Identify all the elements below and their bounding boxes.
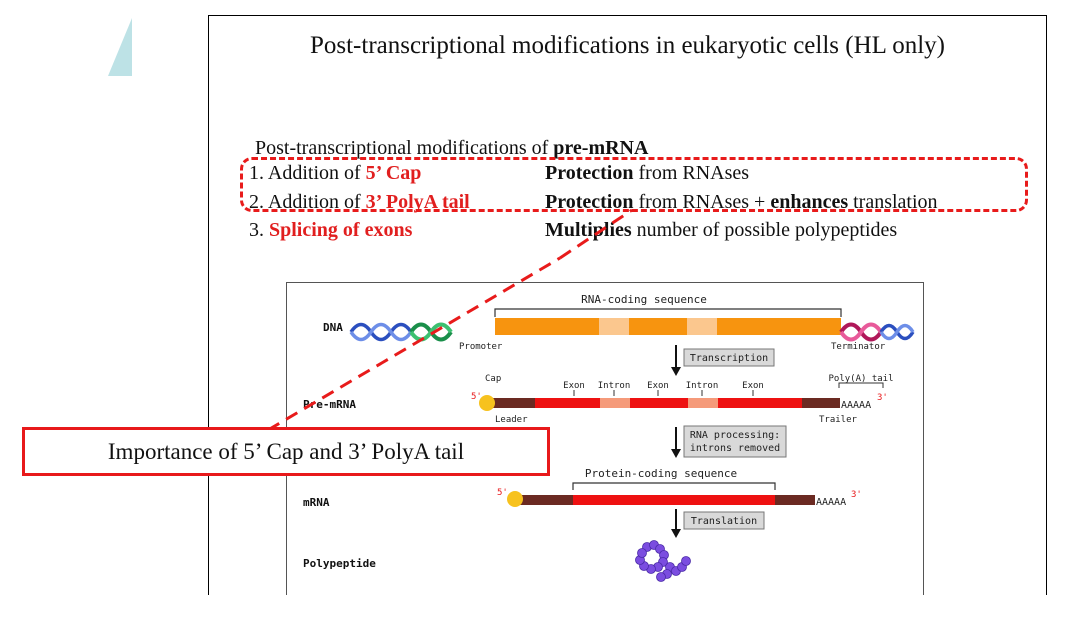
item-3-effect: Multiplies number of possible polypeptid… [545,219,897,242]
dna-helix-right [879,323,915,341]
slide-title: Post-transcriptional modifications in eu… [309,32,946,59]
dna-helix-left [349,322,413,342]
item-1-effect-bold: Protection [545,162,634,184]
rna-processing-line-2: introns removed [690,443,780,454]
terminator-helix [839,322,883,342]
polya-bracket [838,382,884,388]
mrna-polya: AAAAA [816,497,846,508]
transcription-box [683,348,775,367]
item-1-effect: Protection from RNAses [545,162,749,185]
protein-coding-bracket [572,482,776,490]
pre-mrna-trailer [802,398,840,408]
item-3-effect-bold: Multiplies [545,219,632,241]
exon-label-3: Exon [742,381,764,391]
item-2-effect: Protection from RNAses + enhances transl… [545,191,938,214]
item-2-left: 2. Addition of 3’ PolyA tail [249,191,470,214]
mrna-cap-icon [507,491,523,507]
item-2-effect-rest: from RNAses + [633,191,771,213]
promoter-helix [409,322,453,342]
promoter-label: Promoter [459,342,503,352]
polypeptide-label: Polypeptide [303,557,376,570]
item-3-prefix: 3. [249,219,269,241]
transcription-arrowhead [671,367,681,376]
protein-coding-sequence-label: Protein-coding sequence [585,467,737,480]
item-3-left: 3. Splicing of exons [249,219,412,242]
mrna-five-prime: 5' [497,488,508,498]
item-2-effect-tail: translation [848,191,938,213]
pre-mrna-exon-3 [718,398,802,408]
dna-intron-2 [687,318,717,335]
slide-panel: Post-transcriptional modifications in eu… [208,15,1047,595]
subtitle-bold: pre-mRNA [553,137,649,159]
translation-label: Translation [691,516,757,527]
subtitle-text: Post-transcriptional modifications of [255,137,554,159]
item-2-prefix: 2. Addition of [249,191,366,213]
rna-processing-line-1: RNA processing: [690,430,780,441]
pre-mrna-cap-icon [479,395,495,411]
item-3-highlight: Splicing of exons [269,219,413,241]
pre-mrna-exon-2 [630,398,688,408]
leader-label: Leader [495,415,528,425]
mrna-leader [515,495,573,505]
translation-arrowhead [671,529,681,538]
intron-label-2: Intron [686,381,719,391]
dna-intron-1 [599,318,629,335]
pre-mrna-polya: AAAAA [841,400,871,411]
item-2-effect-bold: Protection [545,191,634,213]
rna-coding-sequence-label: RNA-coding sequence [581,293,707,306]
mrna-label: mRNA [303,496,330,509]
intron-label-1: Intron [598,381,631,391]
pre-mrna-three-prime: 3' [877,393,888,403]
rna-coding-bracket [494,308,842,317]
dna-coding-bar [495,318,841,335]
exon-label-2: Exon [647,381,669,391]
item-1-highlight: 5’ Cap [365,162,422,184]
item-1-prefix: 1. Addition of [249,162,366,184]
highlight-dashed-box [240,157,1028,212]
terminator-label: Terminator [831,342,886,352]
slide-subtitle: Post-transcriptional modifications of pr… [255,137,648,160]
polya-tail-label: Poly(A) tail [828,374,893,384]
transcription-label: Transcription [690,353,768,364]
pre-mrna-intron-1 [600,398,630,408]
polypeptide-chain-icon [635,540,691,582]
item-3-effect-rest: number of possible polypeptides [631,219,898,241]
cap-label: Cap [485,374,501,384]
item-1-left: 1. Addition of 5’ Cap [249,162,421,185]
callout-box: Importance of 5’ Cap and 3’ PolyA tail [22,427,550,476]
pre-mrna-label: Pre-mRNA [303,398,356,411]
item-1-effect-rest: from RNAses [633,162,750,184]
item-2-highlight: 3’ PolyA tail [365,191,470,213]
rna-processing-box [683,425,787,458]
pre-mrna-intron-2 [688,398,718,408]
dna-label: DNA [323,321,343,334]
exon-label-1: Exon [563,381,585,391]
translation-box [683,511,765,530]
mrna-trailer [775,495,815,505]
pre-mrna-exon-1 [535,398,600,408]
trailer-label: Trailer [819,415,858,425]
item-2-effect-bold2: enhances [770,191,849,213]
callout-text: Importance of 5’ Cap and 3’ PolyA tail [107,438,465,464]
decorative-triangle [108,18,132,76]
mrna-three-prime: 3' [851,490,862,500]
mrna-coding [573,495,775,505]
rna-processing-arrowhead [671,449,681,458]
